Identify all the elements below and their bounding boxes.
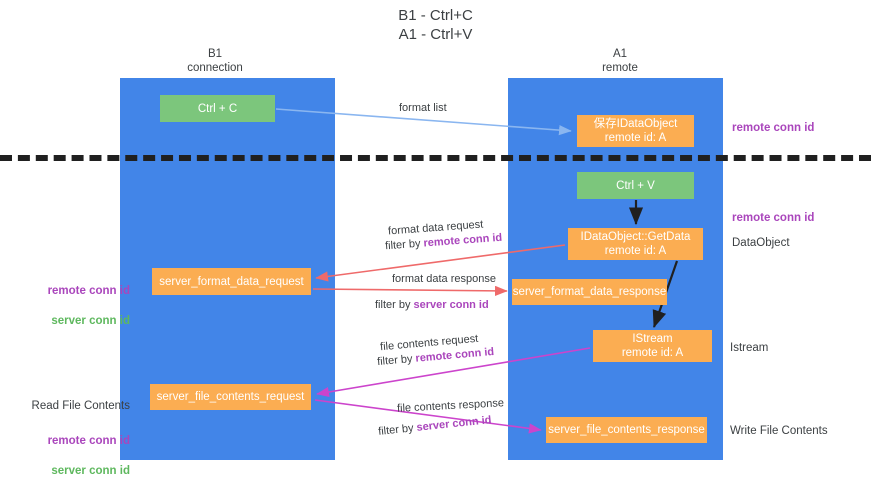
side-label-read-file-contents: Read File Contents (31, 400, 130, 412)
side-label-conn-ids-format: remote conn id server conn id (22, 269, 130, 344)
node-ctrl-c[interactable]: Ctrl + C (160, 95, 275, 122)
filter-prefix: filter by (377, 421, 418, 438)
filter-prefix: filter by (375, 299, 414, 311)
edge-label-format-data-response: format data response (392, 273, 496, 285)
diagram-canvas: B1 - Ctrl+C A1 - Ctrl+V B1 connection A1… (0, 7, 871, 477)
arrow-format-data-response (312, 285, 508, 296)
node-server-file-contents-response[interactable]: server_file_contents_response (546, 417, 707, 443)
side-label-write-file-contents: Write File Contents (730, 425, 828, 437)
node-server-file-contents-request[interactable]: server_file_contents_request (150, 384, 311, 410)
edge-label-format-data-response-filter: filter by server conn id (375, 298, 489, 313)
column-header-b1: B1 connection (187, 48, 243, 74)
side-label-server-conn-id: server conn id (51, 315, 130, 327)
edge-label-format-list: format list (399, 102, 447, 114)
side-label-server-conn-id: server conn id (51, 465, 130, 477)
side-label-istream: Istream (730, 342, 769, 354)
column-header-a1: A1 remote (602, 48, 638, 74)
node-server-format-data-response[interactable]: server_format_data_response (512, 279, 667, 305)
side-label-remote-conn-id: remote conn id (47, 435, 130, 447)
side-label-read-file-contents-group: Read File Contents remote conn id server… (22, 384, 130, 494)
side-label-dataobject: DataObject (732, 237, 790, 249)
filter-key-server-conn-id: server conn id (415, 414, 492, 434)
side-label-remote-conn-id-top: remote conn id (732, 122, 815, 134)
side-label-remote-conn-id-mid: remote conn id (732, 212, 815, 224)
filter-prefix: filter by (384, 237, 424, 253)
phase-separator (0, 155, 871, 161)
filter-prefix: filter by (376, 352, 417, 369)
side-label-remote-conn-id: remote conn id (47, 285, 130, 297)
node-idataobject-getdata[interactable]: IDataObject::GetData remote id: A (568, 228, 703, 260)
node-save-idataobject[interactable]: 保存IDataObject remote id: A (577, 115, 694, 147)
node-server-format-data-request[interactable]: server_format_data_request (152, 268, 311, 295)
page-title: B1 - Ctrl+C A1 - Ctrl+V (398, 7, 473, 43)
edge-label-file-contents-response-filter: filter by server conn id (378, 413, 493, 440)
node-ctrl-v[interactable]: Ctrl + V (577, 172, 694, 199)
node-istream[interactable]: IStream remote id: A (593, 330, 712, 362)
filter-key-server-conn-id: server conn id (413, 299, 489, 311)
